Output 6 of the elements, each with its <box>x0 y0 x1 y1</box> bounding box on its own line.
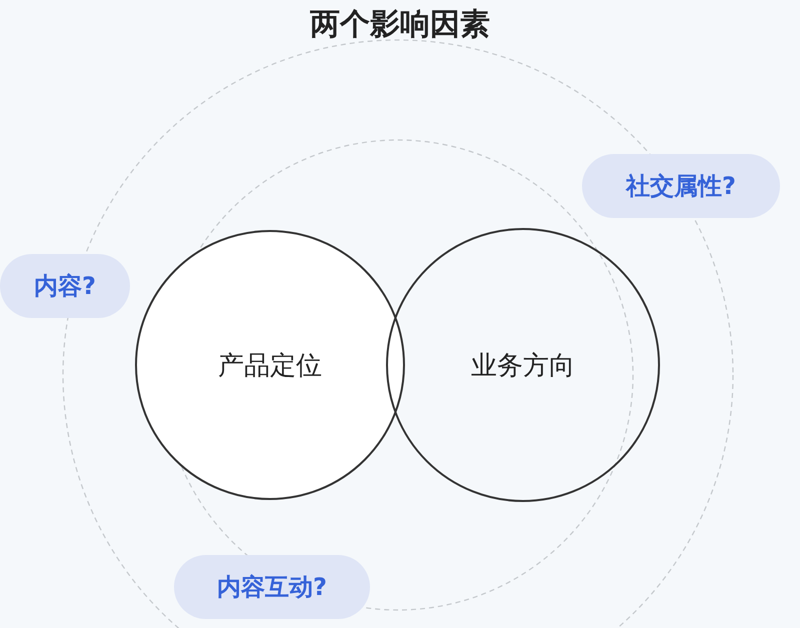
question-tag: 内容互动? <box>174 555 370 619</box>
title: 两个影响因素 <box>309 6 491 44</box>
question-tag: 社交属性? <box>582 154 780 218</box>
circle-node: 业务方向 <box>386 228 660 502</box>
question-tag: 内容? <box>0 254 130 318</box>
circle-node: 产品定位 <box>135 230 405 500</box>
